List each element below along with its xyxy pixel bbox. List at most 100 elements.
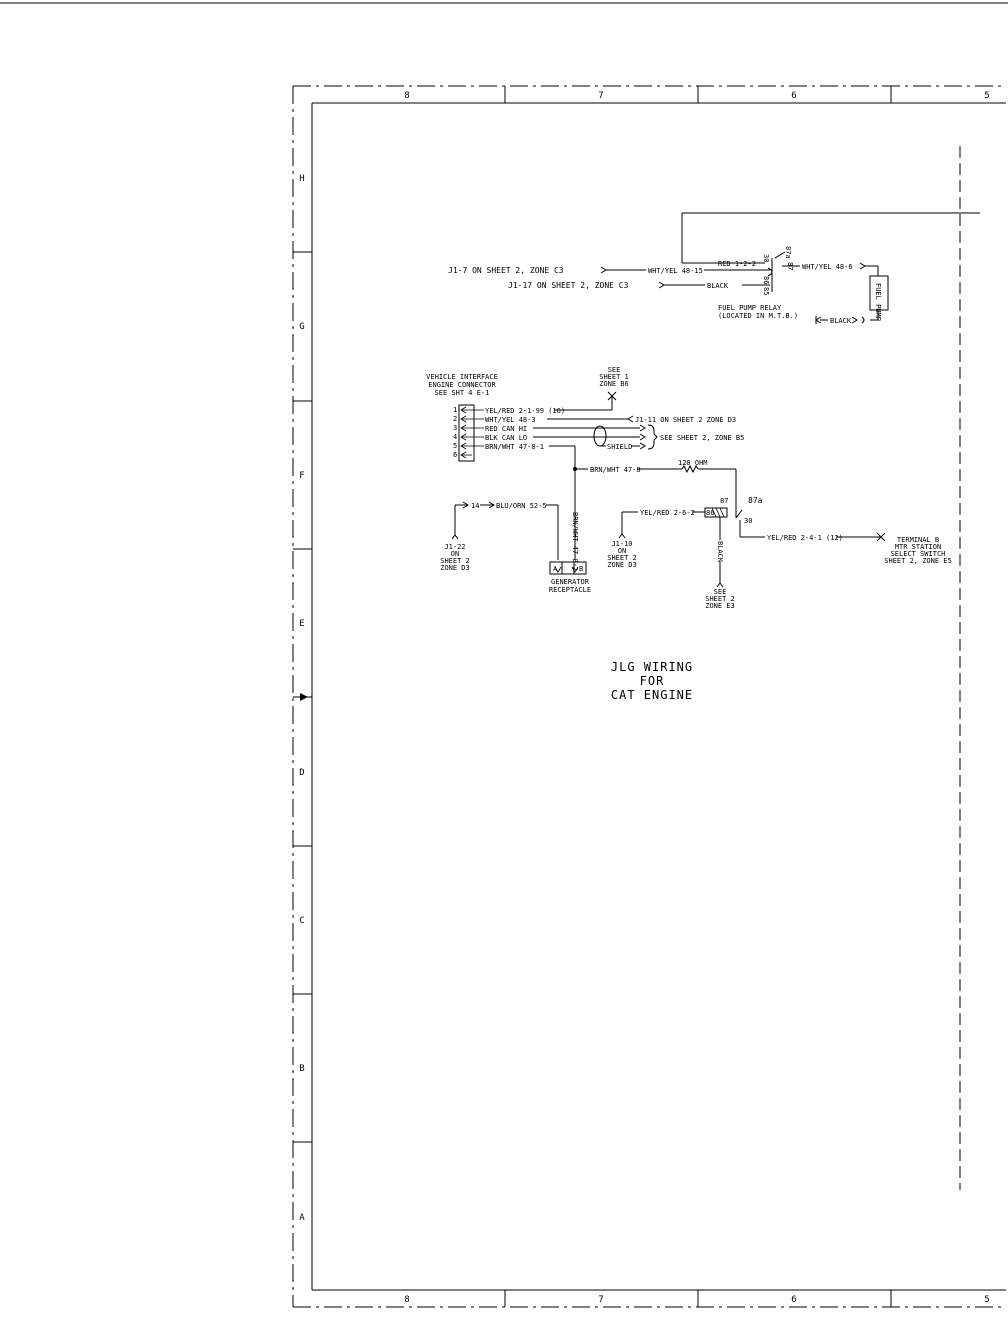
column-labels-top: 8 7 6 5 xyxy=(404,91,989,101)
row-labels: H G F E D C B A xyxy=(299,174,305,1223)
engine-connector-circuit: VEHICLE INTERFACE ENGINE CONNECTOR SEE S… xyxy=(426,366,744,560)
receptacle-line2: RECEPTACLE xyxy=(549,586,591,594)
wire-yel-red-2-4-1: YEL/RED 2-4-1 (12) xyxy=(767,534,843,542)
col-label-7-bottom: 7 xyxy=(598,1295,603,1305)
fuel-pump-label: FUEL PUMP xyxy=(874,283,882,321)
title-line2: FOR xyxy=(640,674,665,688)
connector-pin-6: 6 xyxy=(453,451,457,459)
row-label-e: E xyxy=(299,619,304,629)
relay-pin-86: 86 xyxy=(706,509,714,517)
connector-pin-5: 5 xyxy=(453,442,457,450)
ref-j1-7: J1-7 ON SHEET 2, ZONE C3 xyxy=(448,266,564,275)
see-text-1: SEE xyxy=(608,366,621,374)
receptacle-line1: GENERATOR xyxy=(551,578,590,586)
relay-label-line2: (LOCATED IN M.T.B.) xyxy=(718,312,798,320)
terminal-x xyxy=(876,532,886,542)
terminal-line3: SELECT SWITCH xyxy=(891,550,946,558)
terminal-line1: TERMINAL B xyxy=(897,536,939,544)
wire-yel-red-2-6-2: YEL/RED 2-6-2 xyxy=(640,509,695,517)
j1-10-line3: SHEET 2 xyxy=(607,554,637,562)
wire-blk-can-lo: BLK CAN LO xyxy=(485,434,527,442)
connector-pin-4: 4 xyxy=(453,433,457,441)
pin-14: 14 xyxy=(471,502,479,510)
wire-brn-wht-47-8-2: BRN/WHT 47-8-2 xyxy=(571,512,579,571)
row-label-h: H xyxy=(299,174,304,184)
relay-label-line1: FUEL PUMP RELAY xyxy=(718,304,782,312)
col-label-6-bottom: 6 xyxy=(791,1295,796,1305)
wire-brn-wht-47-8: BRN/WHT 47-8 xyxy=(590,466,641,474)
j1-10-line1: J1-10 xyxy=(611,540,632,548)
j1-22-line2: ON xyxy=(451,550,459,558)
see-e3-line3: ZONE E3 xyxy=(705,602,735,610)
termination-x xyxy=(607,391,617,401)
col-label-7-top: 7 xyxy=(598,91,603,101)
connector-arrow-j1-17 xyxy=(658,281,665,289)
ref-j1-11: J1-11 ON SHEET 2 ZONE D3 xyxy=(635,416,736,424)
col-label-6-top: 6 xyxy=(791,91,796,101)
connector-pin-3: 3 xyxy=(453,424,457,432)
j1-10-line2: ON xyxy=(618,547,626,555)
j1-22-line1: J1-22 xyxy=(444,543,465,551)
column-dividers xyxy=(504,86,892,1307)
see-text-2: SHEET 1 xyxy=(599,373,629,381)
see-text-3: ZONE B6 xyxy=(599,380,629,388)
col-label-8-bottom: 8 xyxy=(404,1295,409,1305)
relay-pin-30: 30 xyxy=(744,517,752,525)
column-labels-bottom: 8 7 6 5 xyxy=(404,1295,989,1305)
outer-frame xyxy=(292,85,1006,1308)
terminal-line2: MTR STATION xyxy=(895,543,941,551)
wire-brn-wht-47-8-1: BRN/WHT 47-8-1 xyxy=(485,443,544,451)
connector-title-1: VEHICLE INTERFACE xyxy=(426,373,498,381)
see-sheet-2-b5: SEE SHEET 2, ZONE B5 xyxy=(660,434,744,442)
center-mark-arrow xyxy=(300,693,308,701)
generator-relay-circuit: BRN/WHT 47-8 120 OHM 87 87a 86 30 YEL/RE… xyxy=(440,459,951,610)
row-label-c: C xyxy=(299,916,304,926)
row-label-d: D xyxy=(299,768,304,778)
wire-red-can-hi: RED CAN HI xyxy=(485,425,527,433)
j1-22-line4: ZONE D3 xyxy=(440,564,470,572)
wire-red-1-2-2: RED 1-2-2 xyxy=(718,260,756,268)
row-label-f: F xyxy=(299,471,304,481)
pin-30: 30 xyxy=(762,254,770,262)
relay-pin-87: 87 xyxy=(720,497,728,505)
resistor-120-ohm xyxy=(681,464,699,474)
connector-title-2: ENGINE CONNECTOR xyxy=(428,381,496,389)
row-label-a: A xyxy=(299,1213,305,1223)
j1-22-line3: SHEET 2 xyxy=(440,557,470,565)
pin-86: 86 xyxy=(762,276,770,284)
shield-ellipse xyxy=(593,425,607,447)
wire-black-relay: BLACK xyxy=(707,282,729,290)
wire-yel-red-2-1-99: YEL/RED 2-1-99 (16) xyxy=(485,407,565,415)
title-line3: CAT ENGINE xyxy=(611,688,693,702)
resistor-label: 120 OHM xyxy=(678,459,708,467)
connector-block xyxy=(458,404,475,462)
connector-arrow-j1-7 xyxy=(600,266,607,274)
see-e3-line2: SHEET 2 xyxy=(705,595,735,603)
generator-receptacle-box xyxy=(549,561,587,575)
wire-wht-yel-48-3: WHT/YEL 48-3 xyxy=(485,416,536,424)
col-label-5-bottom: 5 xyxy=(984,1295,989,1305)
shield-label: SHIELD xyxy=(607,443,632,451)
fuel-pump-box xyxy=(869,275,889,311)
relay-pin-87a: 87a xyxy=(748,496,763,505)
diagram-title: JLG WIRING FOR CAT ENGINE xyxy=(611,660,693,702)
connector-pin-2: 2 xyxy=(453,415,457,423)
col-label-8-top: 8 xyxy=(404,91,409,101)
pin-85: 85 xyxy=(762,287,770,295)
wire-blu-orn-52-5: BLU/ORN 52-5 xyxy=(496,502,547,510)
terminal-line4: SHEET 2, ZONE E5 xyxy=(884,557,951,565)
wire-wht-yel-48-15: WHT/YEL 48-15 xyxy=(648,267,703,275)
fuel-pump-relay-circuit: RED 1-2-2 J1-7 ON SHEET 2, ZONE C3 WHT/Y… xyxy=(448,212,980,325)
connector-pin-1: 1 xyxy=(453,406,457,414)
connector-title-3: SEE SHT 4 E-1 xyxy=(435,389,490,397)
relay-coil xyxy=(767,267,773,277)
col-label-5-top: 5 xyxy=(984,91,989,101)
brace xyxy=(647,424,658,450)
row-label-g: G xyxy=(299,322,304,332)
receptacle-pin-b: B xyxy=(579,565,583,573)
pin-87a: 87a xyxy=(784,246,792,259)
receptacle-pin-a: A xyxy=(553,565,558,573)
title-line1: JLG WIRING xyxy=(611,660,693,674)
wire-black-relay-lower: BLACK xyxy=(716,541,724,563)
